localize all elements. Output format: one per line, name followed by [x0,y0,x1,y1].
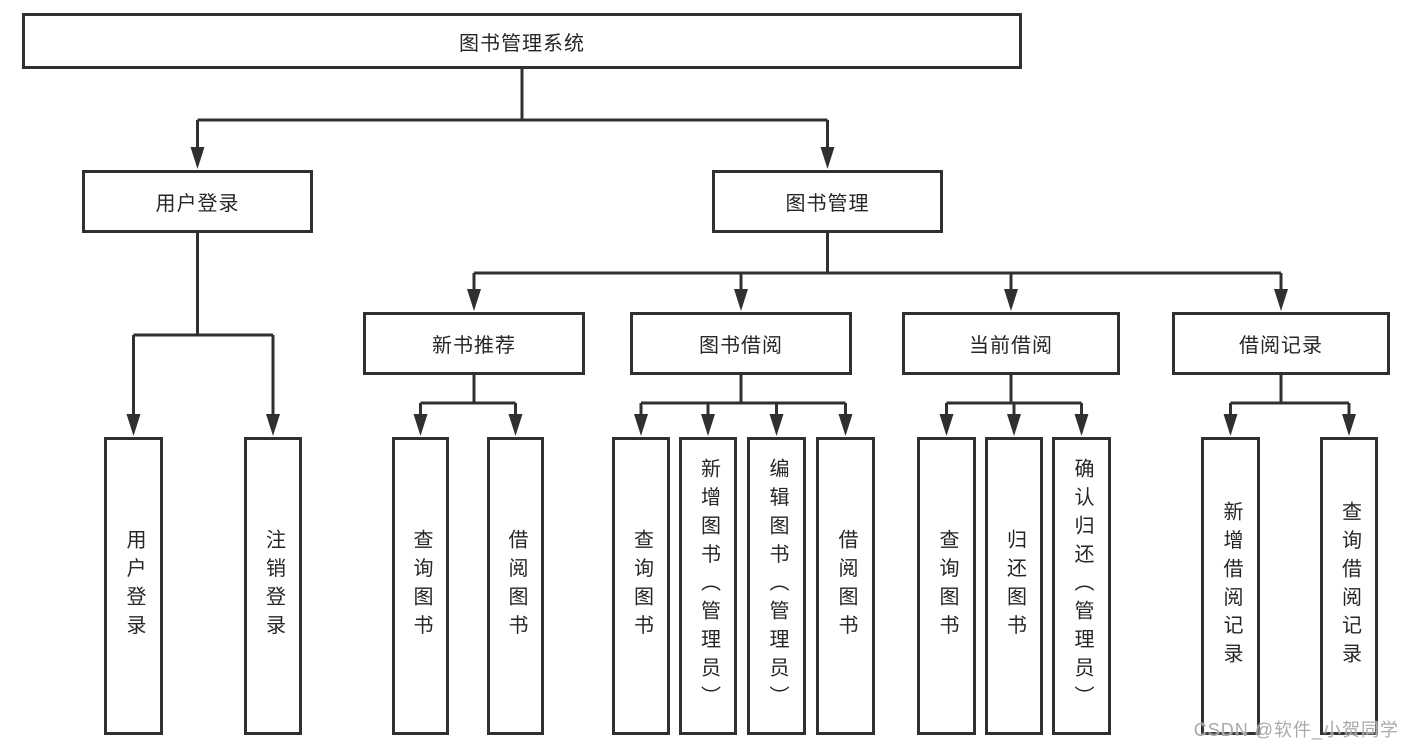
leaf-add-borrow-record: 新增借阅记录 [1201,437,1260,735]
node-book-borrow-label: 图书借阅 [699,335,783,357]
arrowhead-icon [1342,414,1356,436]
connector-line [945,375,1083,418]
node-borrow-record: 借阅记录 [1172,312,1390,375]
leaf-return-book: 归还图书 [985,437,1043,735]
connector-user-login-children [126,233,280,436]
leaf-query-book-1-label: 查询图书 [410,529,432,643]
leaf-borrow-book-1: 借阅图书 [487,437,544,735]
node-root-label: 图书管理系统 [459,32,585,55]
connector-book-mgmt-children [467,233,1288,311]
arrowhead-icon [939,414,954,436]
leaf-query-borrow-record-label: 查询借阅记录 [1338,500,1361,672]
arrowhead-icon [634,414,648,436]
node-user-login: 用户登录 [82,170,313,233]
node-new-book: 新书推荐 [363,312,585,375]
connector-line [1229,375,1351,418]
arrowhead-icon [820,147,835,169]
leaf-logout: 注销登录 [244,437,302,735]
connector-line [419,375,517,418]
connector-new-book-children [413,375,523,436]
node-new-book-label: 新书推荐 [432,335,516,357]
arrowhead-icon [1004,289,1018,311]
leaf-add-borrow-record-label: 新增借阅记录 [1220,500,1242,672]
connector-current-borrow-children [939,375,1089,436]
connector-line [639,375,847,418]
node-book-mgmt: 图书管理 [712,170,943,233]
arrowhead-icon [266,414,280,436]
node-book-mgmt-label: 图书管理 [785,193,870,215]
leaf-query-book-2: 查询图书 [612,437,670,735]
arrowhead-icon [701,414,715,436]
arrowhead-icon [1007,414,1021,436]
leaf-confirm-return-label: 确认归还（管理员） [1071,458,1093,714]
leaf-edit-book: 编辑图书（管理员） [747,437,806,735]
arrowhead-icon [190,147,205,169]
node-current-borrow: 当前借阅 [902,312,1120,375]
arrowhead-icon [413,414,428,436]
leaf-query-borrow-record: 查询借阅记录 [1320,437,1378,735]
leaf-confirm-return: 确认归还（管理员） [1052,437,1111,735]
leaf-borrow-book-1-label: 借阅图书 [505,529,527,643]
node-current-borrow-label: 当前借阅 [969,335,1053,357]
connector-line [196,69,829,150]
node-root: 图书管理系统 [22,13,1022,69]
node-user-login-label: 用户登录 [155,193,240,215]
arrowhead-icon [467,289,481,311]
connector-borrow-record-children [1223,375,1356,436]
leaf-edit-book-label: 编辑图书（管理员） [766,458,788,714]
connector-line [472,233,1283,292]
arrowhead-icon [1274,289,1288,311]
node-book-borrow: 图书借阅 [630,312,852,375]
leaf-query-book-3: 查询图书 [917,437,976,735]
leaf-borrow-book-2-label: 借阅图书 [835,529,857,643]
arrowhead-icon [838,414,853,436]
leaf-add-book: 新增图书（管理员） [679,437,737,735]
arrowhead-icon [508,414,523,436]
leaf-user-login-label: 用户登录 [123,529,145,643]
arrowhead-icon [1223,414,1238,436]
connector-book-borrow-children [634,375,853,436]
leaf-add-book-label: 新增图书（管理员） [697,458,720,714]
arrowhead-icon [126,414,141,436]
leaf-query-book-2-label: 查询图书 [630,529,653,643]
leaf-borrow-book-2: 借阅图书 [816,437,875,735]
leaf-query-book-1: 查询图书 [392,437,449,735]
arrowhead-icon [769,414,784,436]
csdn-watermark: CSDN @软件_小贺同学 [1193,720,1399,740]
node-borrow-record-label: 借阅记录 [1239,335,1323,357]
connector-root-to-level2 [190,69,835,169]
leaf-user-login: 用户登录 [104,437,163,735]
leaf-logout-label: 注销登录 [262,529,285,643]
connector-line [132,233,275,418]
arrowhead-icon [1074,414,1089,436]
leaf-return-book-label: 归还图书 [1003,529,1026,643]
leaf-query-book-3-label: 查询图书 [936,529,958,643]
arrowhead-icon [734,289,748,311]
